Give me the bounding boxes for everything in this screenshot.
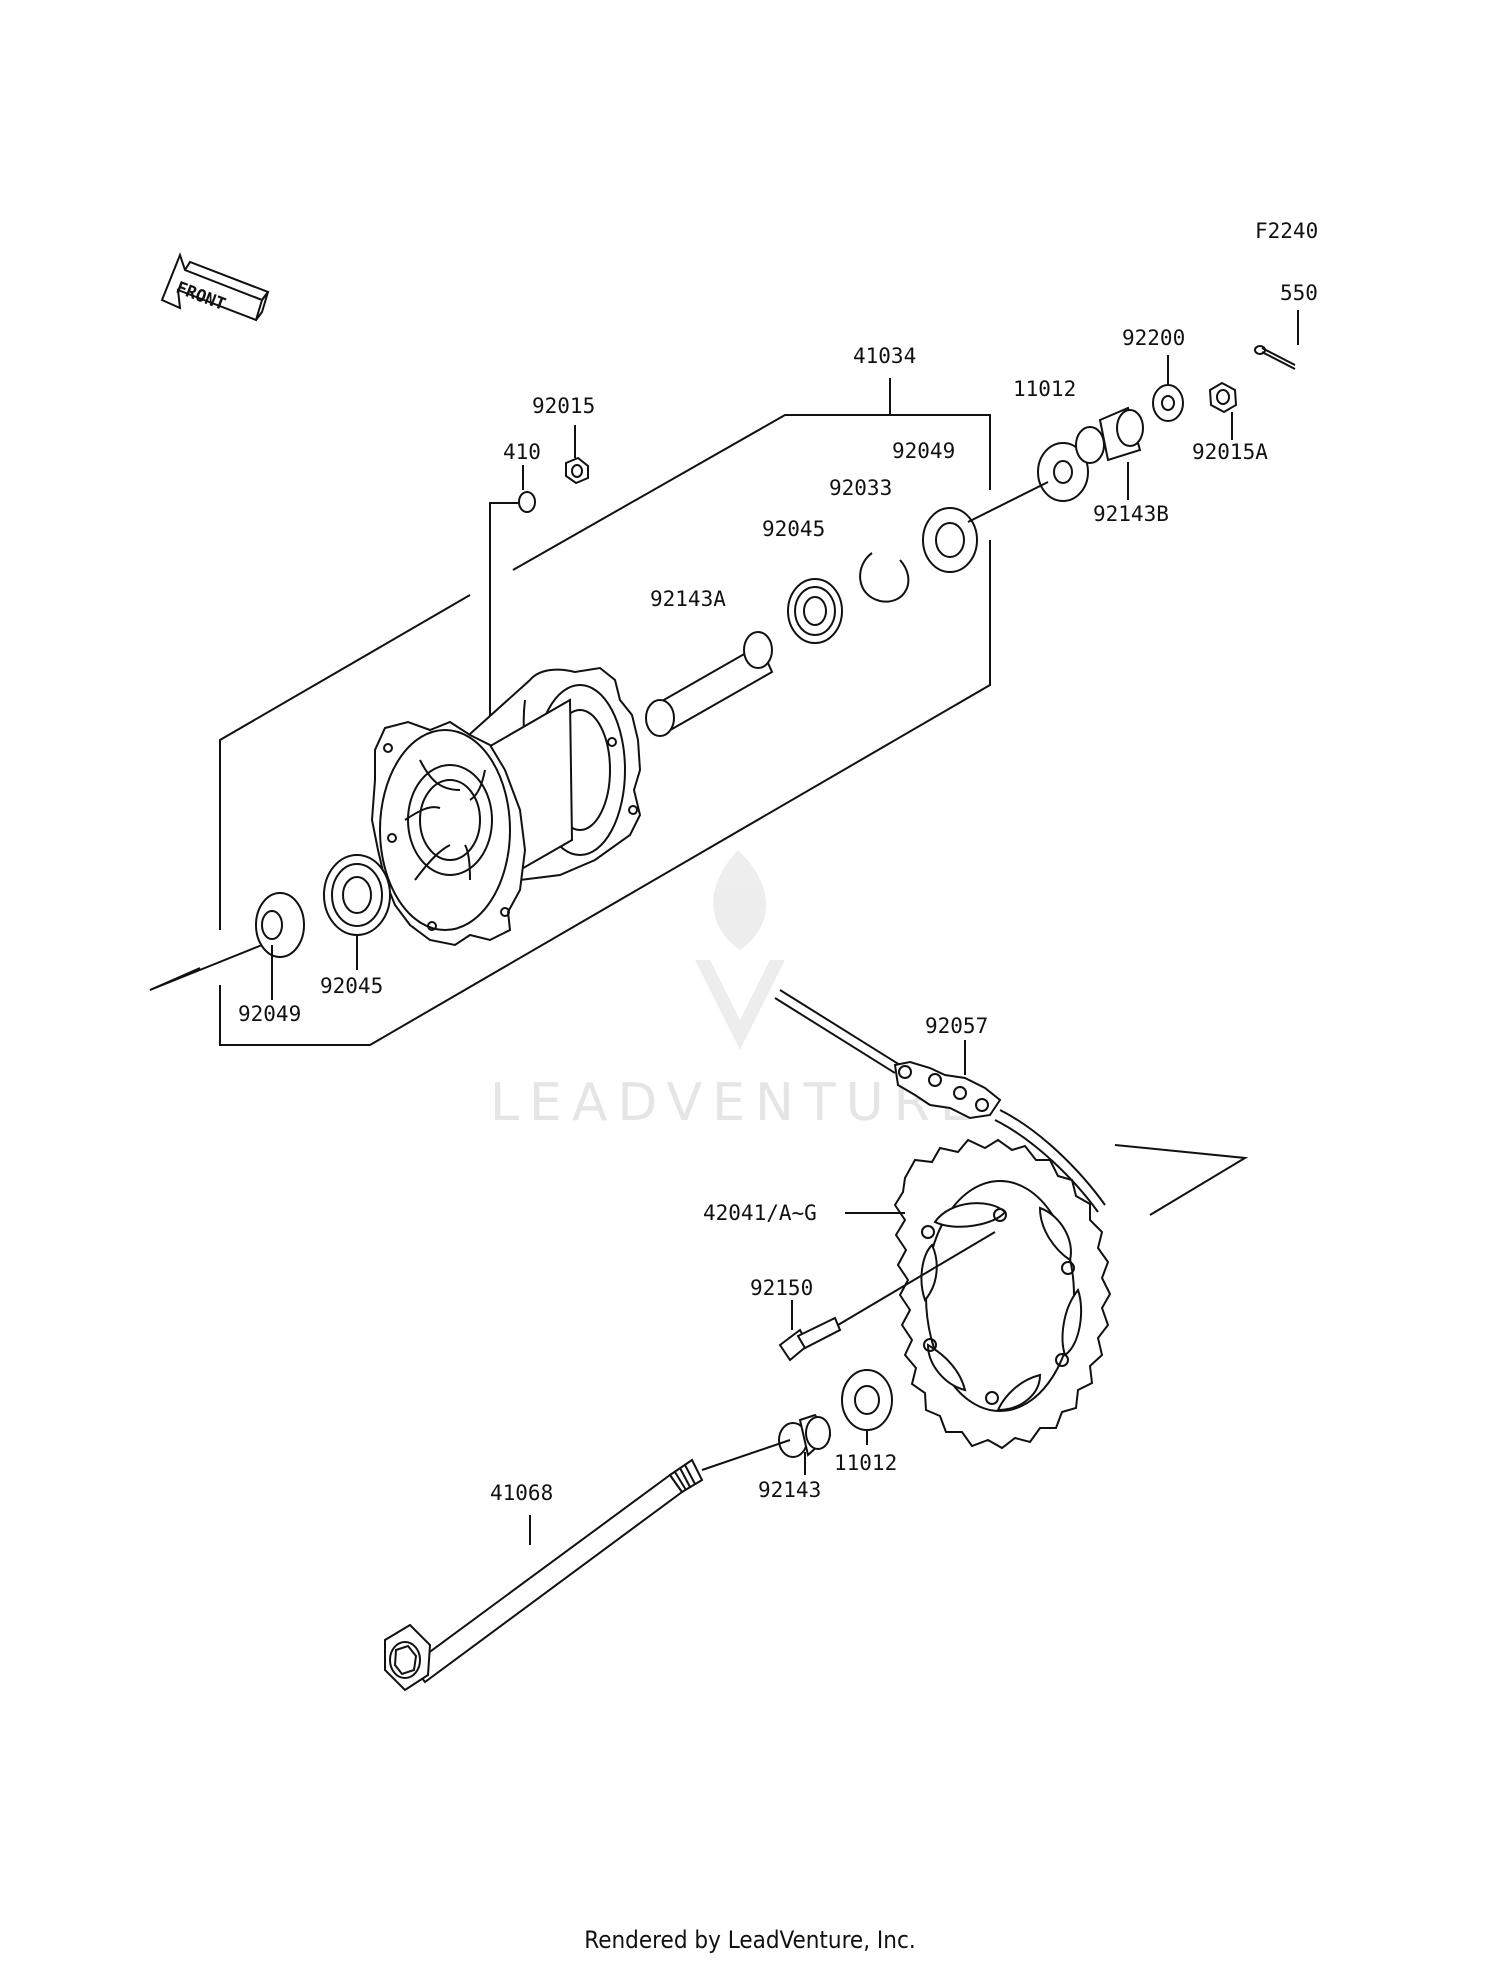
nut-92015A bbox=[1208, 381, 1238, 440]
collar-92143 bbox=[778, 1413, 832, 1475]
bearing-92045-bottom bbox=[323, 854, 391, 970]
part-labels: 41034 92015 410 11012 92200 550 92049 92… bbox=[238, 281, 1318, 1505]
dust-cover-11012-bottom bbox=[841, 1369, 893, 1445]
label-42041[interactable]: 42041/A~G bbox=[703, 1201, 817, 1225]
label-410[interactable]: 410 bbox=[503, 440, 541, 464]
collar-92143B bbox=[1075, 406, 1144, 500]
hub-assembly-bracket bbox=[149, 378, 991, 1046]
seal-92049-bottom bbox=[255, 892, 305, 1000]
axle-nut-icon bbox=[384, 1623, 432, 1692]
seal-92049-top bbox=[922, 507, 978, 573]
axle-41068 bbox=[384, 1439, 791, 1692]
spacer-92143A bbox=[645, 631, 774, 737]
circlip-92033 bbox=[859, 552, 910, 603]
label-92049-bottom[interactable]: 92049 bbox=[238, 1002, 301, 1026]
leader-410 bbox=[489, 502, 518, 720]
sprocket-bracket bbox=[1114, 1144, 1249, 1216]
washer-410 bbox=[518, 491, 536, 513]
label-92200[interactable]: 92200 bbox=[1122, 326, 1185, 350]
wheel-hub bbox=[370, 666, 642, 947]
label-11012-top[interactable]: 11012 bbox=[1013, 377, 1076, 401]
label-92045-bottom[interactable]: 92045 bbox=[320, 974, 383, 998]
label-92015[interactable]: 92015 bbox=[532, 394, 595, 418]
label-11012-bottom[interactable]: 11012 bbox=[834, 1451, 897, 1475]
label-92015A[interactable]: 92015A bbox=[1192, 440, 1268, 464]
watermark-logo: LEADVENTURE bbox=[490, 850, 983, 1133]
label-92049-top[interactable]: 92049 bbox=[892, 439, 955, 463]
watermark-text: LEADVENTURE bbox=[490, 1073, 983, 1133]
footer-credit: Rendered by LeadVenture, Inc. bbox=[584, 1926, 916, 1954]
label-92057[interactable]: 92057 bbox=[925, 1014, 988, 1038]
label-92033[interactable]: 92033 bbox=[829, 476, 892, 500]
front-arrow-icon: FRONT bbox=[160, 252, 270, 322]
label-41034[interactable]: 41034 bbox=[853, 344, 916, 368]
dust-cover-11012-top bbox=[967, 442, 1089, 523]
cotter-pin-550 bbox=[1254, 310, 1299, 370]
chain-92057 bbox=[774, 989, 1106, 1213]
label-550[interactable]: 550 bbox=[1280, 281, 1318, 305]
sprocket-42041 bbox=[845, 1138, 1112, 1450]
bearing-92045-top bbox=[787, 578, 843, 644]
label-92045-top[interactable]: 92045 bbox=[762, 517, 825, 541]
bolt-92150 bbox=[778, 1231, 996, 1362]
label-92150[interactable]: 92150 bbox=[750, 1276, 813, 1300]
diagram-code: F2240 bbox=[1255, 219, 1318, 243]
label-92143B[interactable]: 92143B bbox=[1093, 502, 1169, 526]
label-41068[interactable]: 41068 bbox=[490, 1481, 553, 1505]
label-92143[interactable]: 92143 bbox=[758, 1478, 821, 1502]
washer-92200 bbox=[1152, 355, 1184, 422]
nut-92015 bbox=[565, 456, 589, 485]
label-92143A[interactable]: 92143A bbox=[650, 587, 726, 611]
